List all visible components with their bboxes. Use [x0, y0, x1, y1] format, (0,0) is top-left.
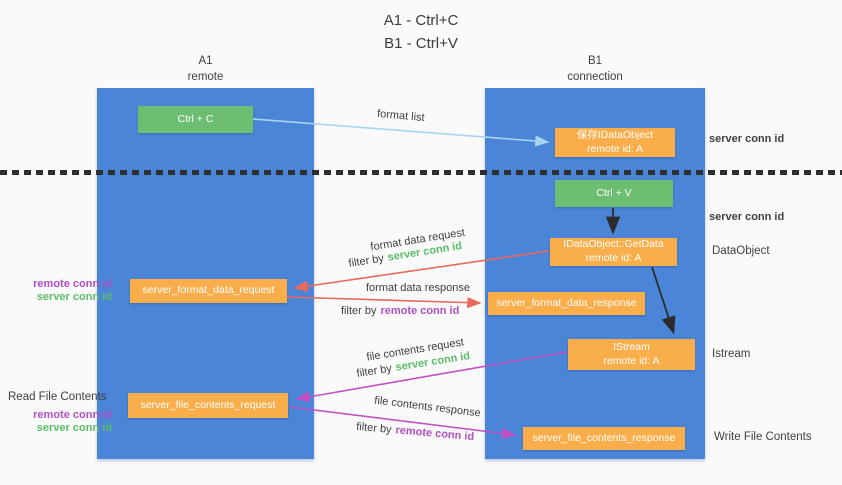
node-format-request-label: server_format_data_request [142, 284, 275, 297]
label-dataobject: DataObject [712, 245, 770, 257]
label-server-conn-id-mid: server conn id [709, 211, 785, 223]
filter-prefix: filter by [341, 305, 377, 317]
column-header-a1: A1 remote [97, 54, 314, 85]
node-format-response-label: server_format_data_response [496, 296, 637, 309]
node-istream-line1: IStream [613, 340, 650, 353]
label-format-data-response: format data response [366, 282, 470, 294]
filter-value-remote-conn-id: remote conn id [395, 424, 475, 444]
label-format-list: format list [376, 107, 426, 125]
node-istream: IStream remote id: A [568, 339, 695, 370]
node-ctrl-v-label: Ctrl + V [596, 186, 632, 199]
column-header-b1: B1 connection [485, 54, 705, 85]
node-server-format-data-request: server_format_data_request [130, 279, 287, 303]
label-server-conn-id-left-bottom: server conn id [36, 422, 112, 435]
node-save-idataobject-line1: 保存IDataObject [576, 128, 654, 141]
column-a1-name: remote [187, 70, 224, 83]
node-ctrl-c-label: Ctrl + C [177, 112, 214, 125]
filter-prefix: filter by [355, 362, 393, 380]
diagram-title: A1 - Ctrl+C B1 - Ctrl+V [0, 10, 842, 55]
label-server-conn-id-left-mid: server conn id [36, 291, 112, 304]
node-server-format-data-response: server_format_data_response [488, 292, 645, 315]
column-b1-id: B1 [587, 55, 603, 67]
node-file-request-label: server_file_contents_request [140, 398, 276, 411]
title-line-ctrl-c: A1 - Ctrl+C [383, 12, 459, 29]
node-ctrl-c: Ctrl + C [138, 106, 253, 133]
node-server-file-contents-request: server_file_contents_request [128, 393, 288, 418]
label-remote-conn-id-bottom: remote conn id [33, 409, 112, 421]
label-group-conn-ids-bottom: remote conn id server conn id [20, 409, 112, 435]
label-istream: Istream [712, 348, 751, 360]
label-write-file-contents: Write File Contents [714, 431, 812, 443]
node-ctrl-v: Ctrl + V [555, 180, 673, 207]
title-line-ctrl-v: B1 - Ctrl+V [384, 34, 458, 52]
column-a1-id: A1 [198, 55, 213, 67]
node-idataobject-getdata: IDataObject::GetData remote id: A [550, 238, 677, 266]
filter-prefix: filter by [355, 420, 393, 436]
node-istream-line2: remote id: A [603, 354, 660, 367]
label-group-conn-ids-mid: remote conn id server conn id [14, 278, 112, 304]
column-b1-name: connection [567, 70, 623, 83]
filter-value-remote-conn-id: remote conn id [380, 305, 460, 317]
node-save-idataobject-line2: remote id: A [586, 142, 644, 155]
label-remote-conn-id-mid: remote conn id [33, 278, 112, 290]
dotted-divider-line [0, 170, 842, 175]
node-getdata-line1: IDataObject::GetData [563, 238, 664, 251]
label-read-file-contents: Read File Contents [8, 391, 107, 403]
label-server-conn-id-top: server conn id [709, 133, 785, 145]
filter-prefix: filter by [347, 252, 385, 270]
label-file-contents-response: file contents response [373, 394, 482, 420]
node-server-file-contents-response: server_file_contents_response [523, 427, 685, 450]
arrow-format-data-response [286, 296, 482, 309]
node-save-idataobject: 保存IDataObject remote id: A [555, 128, 675, 157]
node-file-response-label: server_file_contents_response [532, 431, 676, 444]
node-getdata-line2: remote id: A [585, 252, 642, 264]
